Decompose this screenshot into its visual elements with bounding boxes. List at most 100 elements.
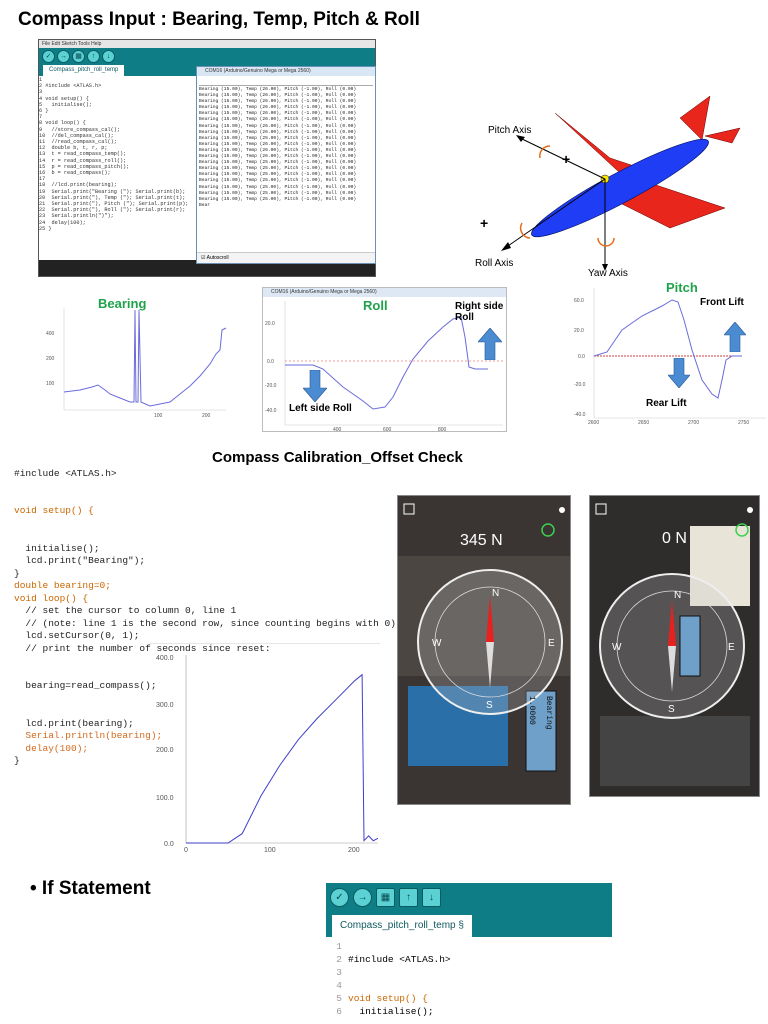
code-line: 17 <box>39 176 46 183</box>
line-number: 1 <box>336 941 342 952</box>
roll-plot-label: Roll <box>363 298 388 313</box>
serial-line: Bearing (15.00), Temp (26.00), Pitch (-1… <box>199 141 357 147</box>
open-icon[interactable]: ↑ <box>87 49 100 63</box>
open-icon[interactable]: ↑ <box>399 887 418 907</box>
ide-tab[interactable]: Compass_pitch_roll_temp <box>43 65 125 76</box>
code-line: 12 double b, t, r, p; <box>39 145 108 152</box>
roll-line <box>285 316 488 410</box>
pitch-plot-label: Pitch <box>666 280 698 295</box>
autoscroll-checkbox[interactable]: ☑ Autoscroll <box>197 252 375 263</box>
code-line: double bearing=0; <box>14 580 111 591</box>
code-line: 23 Serial.println(")"); <box>39 213 114 220</box>
serial-line: Bearing (15.00), Temp (26.00), Pitch (-1… <box>199 105 357 111</box>
code-line: 9 //store_compass_cal(); <box>39 126 120 133</box>
lcd-bearing-text: Bearing <box>544 696 553 730</box>
code-line: 4 <box>326 979 612 992</box>
roll-xtick-1: 400 <box>333 427 342 431</box>
pitch-ytick-2: 20.0 <box>574 328 584 334</box>
upload-icon[interactable]: → <box>353 887 372 907</box>
upload-icon[interactable]: → <box>57 49 70 63</box>
code-line: initialise(); <box>14 542 100 554</box>
save-icon[interactable]: ↓ <box>102 49 115 63</box>
heading-readout: 0 N <box>662 530 687 547</box>
cal-xtick-1: 0 <box>184 847 188 853</box>
code-line: 7 <box>39 114 43 121</box>
code-line: 6 initialise(); <box>326 1005 612 1018</box>
code-line: 10 //del_compass_cal(); <box>39 132 114 139</box>
cal-xtick-3: 200 <box>348 847 360 853</box>
bearing-xtick-2: 200 <box>202 413 211 419</box>
verify-icon[interactable]: ✓ <box>42 49 55 63</box>
bearing-plot: 400 200 100 100 200 Bearing <box>30 290 230 420</box>
code-line: } <box>14 567 20 579</box>
pitch-plot: 60.0 20.0 0.0 -20.0 -40.0 2600 2650 2700… <box>572 280 768 426</box>
rear-lift-label: Rear Lift <box>646 398 687 409</box>
roll-xtick-2: 600 <box>383 427 392 431</box>
code-line: } <box>14 755 20 766</box>
serial-line: Bearing (15.00), Temp (26.00), Pitch (-1… <box>199 99 357 105</box>
code-line: // (note: line 1 is the second row, sinc… <box>14 617 402 629</box>
pitch-ytick-3: 0.0 <box>578 354 585 360</box>
code-line: 14 r = read_compass_roll(); <box>39 157 127 164</box>
cal-xtick-2: 100 <box>264 847 276 853</box>
calibration-plot: 400.0 300.0 200.0 100.0 0.0 0 100 200 <box>150 642 380 854</box>
line-text: #include <ATLAS.h> <box>348 954 451 965</box>
ide-tab[interactable]: Compass_pitch_roll_temp § <box>332 915 472 937</box>
line-text: initialise(); <box>348 1006 434 1017</box>
right-side-roll-label: Right side Roll <box>455 301 504 323</box>
code-line: #include <ATLAS.h> <box>14 467 117 479</box>
compass-photo-1: N E W S 345 N Bearing 1.0000 <box>397 495 571 805</box>
code-line: 8 void loop() { <box>39 120 86 127</box>
ide-toolbar: ✓ → ▦ ↑ ↓ <box>326 883 612 911</box>
code-line: 24 delay(100); <box>39 219 86 226</box>
code-line: 1 <box>326 940 612 953</box>
serial-line: Bearing (15.00), Temp (25.00), Pitch (-1… <box>199 135 357 141</box>
code-line: 18 //lcd.print(bearing); <box>39 182 117 189</box>
serial-line: Bearing (15.00), Temp (26.00), Pitch (-1… <box>199 111 357 117</box>
ide-menu-bar[interactable]: File Edit Sketch Tools Help <box>39 40 375 48</box>
pitch-line <box>593 299 742 399</box>
cal-ytick-4: 100.0 <box>156 795 174 802</box>
code-line: Serial.println(bearing); <box>14 730 163 741</box>
pitch-xtick-4: 2750 <box>738 420 749 425</box>
calibration-code: #include <ATLAS.h> void setup() { initia… <box>14 455 402 768</box>
bearing-line <box>63 309 227 407</box>
code-line: 5 initialise(); <box>39 101 92 108</box>
roll-plot-window: COM16 (Arduino/Genuino Mega or Mega 2560… <box>262 287 507 433</box>
serial-monitor-title: COM16 (Arduino/Genuino Mega or Mega 2560… <box>197 67 375 76</box>
code-line: // print the number of seconds since res… <box>14 642 271 654</box>
lcd-value-text: 1.0000 <box>527 696 536 725</box>
plus-sign-pitch: + <box>562 151 570 167</box>
pitch-axis-label: Pitch Axis <box>488 125 531 136</box>
cal-ytick-2: 300.0 <box>156 702 174 709</box>
code-line: void loop() { <box>14 592 89 604</box>
serial-line: Bearing (15.00), Temp (25.00), Pitch (-1… <box>199 166 357 172</box>
serial-line: Bearing (15.00), Temp (26.00), Pitch (-1… <box>199 147 357 153</box>
new-icon[interactable]: ▦ <box>72 49 85 63</box>
cal-ytick-3: 200.0 <box>156 747 174 754</box>
line-number: 6 <box>336 1006 342 1017</box>
code-line: 15 p = read_compass_pitch(); <box>39 163 130 170</box>
bearing-ytick-2: 200 <box>46 356 55 362</box>
roll-ytick-2: 0.0 <box>267 359 274 365</box>
fuselage <box>531 138 709 238</box>
svg-text:S: S <box>486 700 493 711</box>
code-line: 22 Serial.print("), Roll ("); Serial.pri… <box>39 207 186 214</box>
save-icon[interactable]: ↓ <box>422 887 441 907</box>
arrow-up-icon <box>478 328 502 360</box>
verify-icon[interactable]: ✓ <box>330 887 349 907</box>
svg-text:E: E <box>548 638 555 649</box>
arrow-up-icon <box>724 322 746 352</box>
svg-text:W: W <box>612 642 622 653</box>
if-statement-title: • If Statement <box>30 878 151 899</box>
serial-line: Bearing (15.00), Temp (25.00), Pitch (-1… <box>199 160 357 166</box>
airplane-diagram: Pitch Axis Roll Axis Yaw Axis + + <box>475 95 741 279</box>
serial-input[interactable] <box>199 77 373 86</box>
roll-ytick-1: 20.0 <box>265 321 275 327</box>
new-icon[interactable]: ▦ <box>376 887 395 907</box>
ide-console <box>39 260 375 276</box>
code-line: delay(100); <box>14 742 89 754</box>
